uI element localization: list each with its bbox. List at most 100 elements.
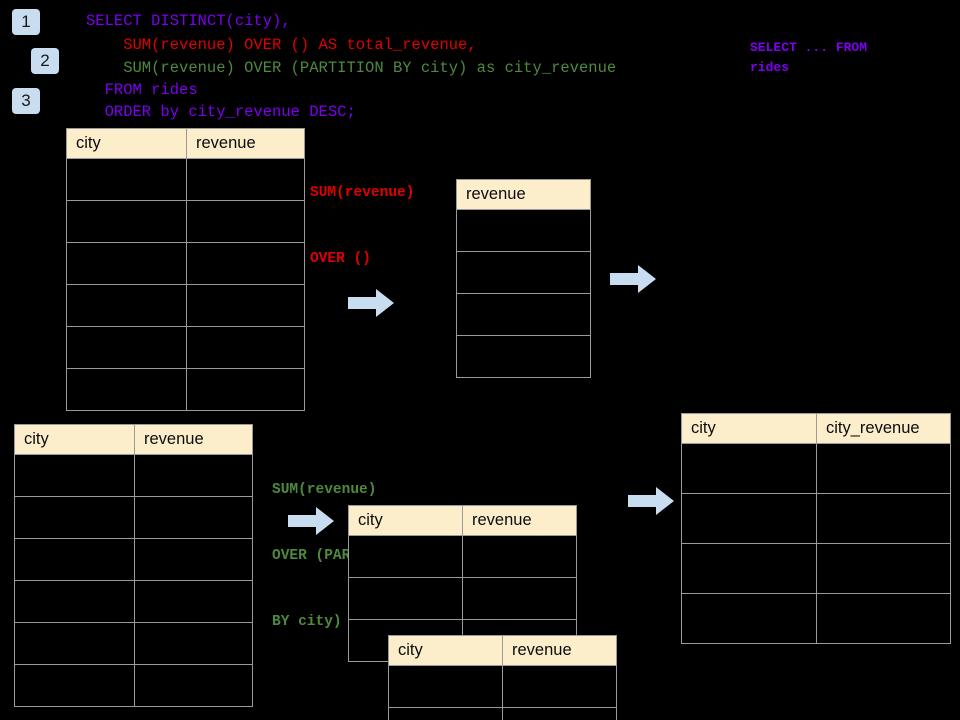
- table-cell-city_revenue: [816, 543, 951, 594]
- table-cell-revenue: [456, 251, 591, 294]
- table-row: [66, 326, 305, 369]
- table-cell-city: [66, 242, 187, 285]
- table-cell-revenue: [456, 335, 591, 378]
- table-header-row: revenue: [456, 179, 591, 210]
- arrow-partition-to-result-icon: [628, 487, 674, 515]
- table-cell-city: [66, 368, 187, 411]
- annotation-line-3: BY city): [272, 614, 342, 630]
- table-row: [14, 454, 253, 497]
- table-cell-city_revenue: [816, 493, 951, 544]
- table-cell-city: [348, 535, 463, 578]
- table-cell-revenue: [134, 496, 253, 539]
- arrow-source-to-total-icon: [348, 289, 394, 317]
- table-row: [14, 538, 253, 581]
- column-header-city: city: [348, 505, 463, 536]
- table-row: [348, 577, 577, 620]
- column-header-revenue: revenue: [462, 505, 577, 536]
- column-header-city_revenue: city_revenue: [816, 413, 951, 444]
- arrow-total-to-result-icon: [610, 265, 656, 293]
- table-row: [681, 443, 951, 494]
- table-cell-revenue: [186, 326, 305, 369]
- table-row: [14, 496, 253, 539]
- column-header-revenue: revenue: [186, 128, 305, 159]
- table-row: [348, 535, 577, 578]
- sql-line-total-revenue: SUM(revenue) OVER () AS total_revenue,: [86, 36, 477, 54]
- column-header-revenue: revenue: [502, 635, 617, 666]
- table-cell-revenue: [186, 284, 305, 327]
- sql-line-city-revenue: SUM(revenue) OVER (PARTITION BY city) as…: [86, 59, 617, 77]
- table-cell-revenue: [456, 209, 591, 252]
- table-row: [388, 707, 617, 720]
- table-cell-city: [14, 580, 135, 623]
- table-cell-city: [348, 577, 463, 620]
- table-cell-city: [66, 284, 187, 327]
- step-badge-2: 2: [31, 48, 59, 74]
- table-row: [66, 284, 305, 327]
- table-row: [681, 543, 951, 594]
- table-cell-revenue: [186, 368, 305, 411]
- table-cell-city_revenue: [816, 443, 951, 494]
- total-revenue-annotation: SUM(revenue) OVER (): [310, 138, 414, 314]
- table-row: [388, 665, 617, 708]
- table-row: [14, 622, 253, 665]
- table-cell-city: [681, 443, 817, 494]
- annotation-line-1: SUM(revenue): [272, 482, 377, 498]
- table-cell-city_revenue: [816, 593, 951, 644]
- table-cell-revenue: [462, 577, 577, 620]
- arrow-source-to-partition-icon: [288, 507, 334, 535]
- table-cell-revenue: [134, 538, 253, 581]
- table-cell-revenue: [134, 622, 253, 665]
- column-header-city: city: [388, 635, 503, 666]
- column-header-revenue: revenue: [134, 424, 253, 455]
- sql-line-select-distinct: SELECT DISTINCT(city),: [86, 12, 291, 30]
- table-row: [681, 593, 951, 644]
- table-row: [681, 493, 951, 544]
- table-cell-revenue: [186, 242, 305, 285]
- table-cell-revenue: [134, 664, 253, 707]
- table-cell-city: [388, 665, 503, 708]
- table-row: [14, 580, 253, 623]
- table-cell-revenue: [502, 707, 617, 720]
- table-row: [14, 664, 253, 707]
- table-cell-city: [14, 664, 135, 707]
- table-cell-city: [681, 543, 817, 594]
- table-row: [66, 158, 305, 201]
- table-cell-city: [14, 622, 135, 665]
- table-cell-city: [66, 158, 187, 201]
- table-cell-revenue: [502, 665, 617, 708]
- sql-line-from: FROM rides: [86, 81, 198, 99]
- table-cell-city: [388, 707, 503, 720]
- table-cell-city: [14, 496, 135, 539]
- table-row: [456, 335, 591, 378]
- column-header-revenue: revenue: [456, 179, 591, 210]
- step-badge-3: 3: [12, 88, 40, 114]
- table-cell-revenue: [186, 200, 305, 243]
- table-row: [66, 242, 305, 285]
- annotation-line-1: SUM(revenue): [310, 185, 415, 201]
- table-cell-city: [14, 538, 135, 581]
- table-cell-revenue: [456, 293, 591, 336]
- source-query-caption-line2: rides: [750, 60, 790, 75]
- table-cell-revenue: [186, 158, 305, 201]
- annotation-line-2: OVER (): [310, 251, 371, 267]
- table-cell-city: [66, 200, 187, 243]
- table-row: [66, 200, 305, 243]
- column-header-city: city: [681, 413, 817, 444]
- table-cell-revenue: [134, 580, 253, 623]
- table-cell-city: [681, 493, 817, 544]
- source-query-caption-line1: SELECT ... FROM: [750, 40, 868, 55]
- table-row: [456, 251, 591, 294]
- sql-line-order-by: ORDER by city_revenue DESC;: [86, 103, 356, 121]
- table-row: [66, 368, 305, 411]
- table-cell-revenue: [134, 454, 253, 497]
